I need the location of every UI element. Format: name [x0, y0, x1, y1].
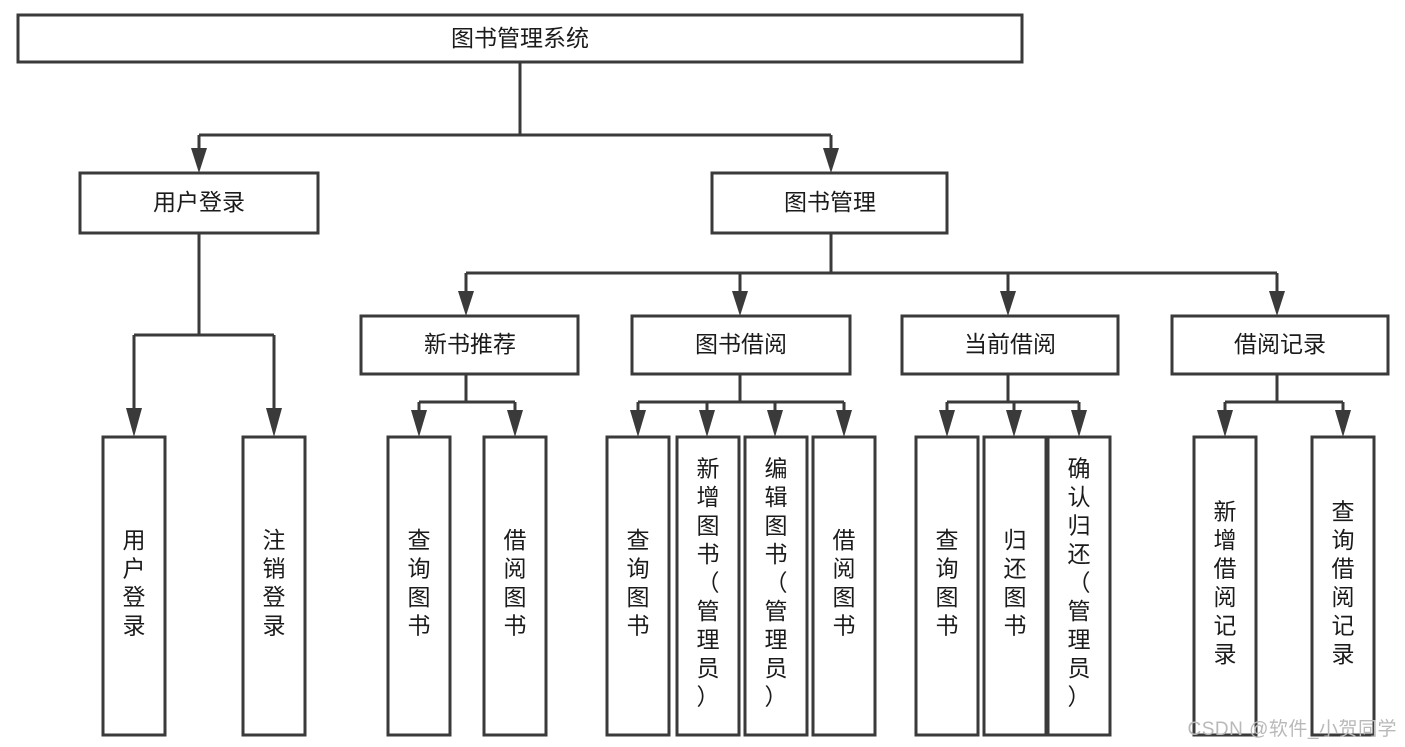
node-borrow-record-label: 借阅记录 [1234, 331, 1326, 357]
node-borrow-record[interactable]: 借阅记录 [1170, 314, 1390, 376]
node-leaf-confirm-return-admin[interactable]: 确认归还（管理员） [1046, 435, 1112, 737]
node-leaf-logout[interactable]: 注销登录 [241, 435, 307, 737]
node-leaf-return-book[interactable]: 归还图书 [982, 435, 1048, 737]
node-layer: 图书管理系统 用户登录 图书管理 新书推荐 图书借阅 [16, 13, 1390, 737]
node-leaf-borrow-book-2-box[interactable] [811, 435, 877, 737]
node-leaf-add-borrow-record-box[interactable] [1192, 435, 1258, 737]
node-leaf-confirm-return-admin-label: 确认归还（管理员） [1068, 456, 1091, 710]
node-leaf-query-book-1[interactable]: 查询图书 [386, 435, 452, 737]
arrow-head-leaf-add-book-admin [699, 410, 715, 437]
arrow-head-leaf-borrow-book-2 [836, 410, 852, 437]
node-leaf-query-book-1-box[interactable] [386, 435, 452, 737]
node-new-book-recommend-box[interactable] [359, 314, 580, 376]
arrow-head-leaf-borrow-book-1 [507, 410, 523, 437]
arrow-head-book-borrow [732, 291, 748, 316]
node-leaf-query-book-3-box[interactable] [914, 435, 980, 737]
node-leaf-query-book-1-label: 查询图书 [408, 527, 431, 639]
node-leaf-edit-book-admin-box[interactable] [743, 435, 809, 737]
node-root[interactable]: 图书管理系统 [16, 13, 1024, 64]
arrow-head-leaf-logout [266, 408, 282, 437]
node-user-login[interactable]: 用户登录 [78, 171, 320, 235]
node-leaf-borrow-book-1-label: 借阅图书 [504, 527, 527, 639]
node-leaf-query-borrow-record-box[interactable] [1310, 435, 1376, 737]
connector-layer [126, 62, 1351, 437]
arrow-head-new-book-recommend [458, 291, 474, 316]
node-book-manage[interactable]: 图书管理 [710, 171, 949, 235]
node-leaf-add-book-admin-box[interactable] [675, 435, 741, 737]
node-leaf-query-book-2[interactable]: 查询图书 [605, 435, 671, 737]
node-leaf-query-book-3[interactable]: 查询图书 [914, 435, 980, 737]
node-current-borrow-box[interactable] [900, 314, 1120, 376]
node-leaf-logout-box[interactable] [241, 435, 307, 737]
node-leaf-add-borrow-record-label: 新增借阅记录 [1214, 498, 1237, 667]
node-leaf-query-book-2-label: 查询图书 [627, 527, 650, 639]
node-leaf-add-borrow-record[interactable]: 新增借阅记录 [1192, 435, 1258, 737]
node-book-manage-box[interactable] [710, 171, 949, 235]
node-borrow-record-box[interactable] [1170, 314, 1390, 376]
node-user-login-box[interactable] [78, 171, 320, 235]
node-book-borrow-label: 图书借阅 [695, 331, 787, 357]
node-root-label: 图书管理系统 [451, 25, 589, 51]
node-leaf-query-borrow-record-label: 查询借阅记录 [1332, 498, 1355, 667]
arrow-head-leaf-edit-book-admin [767, 410, 783, 437]
arrow-head-leaf-query-book-3 [939, 410, 955, 437]
arrow-head-leaf-query-book-1 [411, 410, 427, 437]
arrow-head-current-borrow [1000, 291, 1016, 316]
node-user-login-label: 用户登录 [153, 189, 245, 215]
node-leaf-return-book-label: 归还图书 [1004, 527, 1027, 639]
arrow-head-leaf-user-login [126, 408, 142, 437]
arrow-head-leaf-add-borrow-record [1217, 410, 1233, 437]
node-leaf-borrow-book-1[interactable]: 借阅图书 [482, 435, 548, 737]
node-leaf-add-book-admin-label: 新增图书（管理员） [697, 456, 720, 710]
node-leaf-logout-label: 注销登录 [263, 527, 286, 639]
arrow-head-leaf-query-book-2 [630, 410, 646, 437]
node-leaf-user-login-box[interactable] [101, 435, 167, 737]
node-current-borrow[interactable]: 当前借阅 [900, 314, 1120, 376]
node-root-box[interactable] [16, 13, 1024, 64]
node-book-manage-label: 图书管理 [784, 189, 876, 215]
node-leaf-borrow-book-2-label: 借阅图书 [833, 527, 856, 639]
node-leaf-user-login-label: 用户登录 [123, 527, 146, 639]
node-leaf-edit-book-admin-label: 编辑图书（管理员） [765, 456, 788, 710]
csdn-watermark: CSDN @软件_小贺同学 [1187, 719, 1397, 740]
node-leaf-return-book-box[interactable] [982, 435, 1048, 737]
node-leaf-query-book-3-label: 查询图书 [936, 527, 959, 639]
arrow-head-book-manage [823, 148, 839, 173]
arrow-head-borrow-record [1269, 291, 1285, 316]
node-leaf-borrow-book-1-box[interactable] [482, 435, 548, 737]
node-leaf-user-login[interactable]: 用户登录 [101, 435, 167, 737]
node-leaf-query-borrow-record[interactable]: 查询借阅记录 [1310, 435, 1376, 737]
node-leaf-borrow-book-2[interactable]: 借阅图书 [811, 435, 877, 737]
node-leaf-edit-book-admin[interactable]: 编辑图书（管理员） [743, 435, 809, 737]
node-new-book-recommend[interactable]: 新书推荐 [359, 314, 580, 376]
node-leaf-add-book-admin[interactable]: 新增图书（管理员） [675, 435, 741, 737]
node-new-book-recommend-label: 新书推荐 [424, 331, 516, 357]
arrow-head-leaf-query-borrow-record [1335, 410, 1351, 437]
node-current-borrow-label: 当前借阅 [964, 331, 1056, 357]
node-leaf-confirm-return-admin-box[interactable] [1046, 435, 1112, 737]
node-book-borrow-box[interactable] [630, 314, 852, 376]
arrow-head-leaf-confirm-return-admin [1071, 410, 1087, 437]
node-book-borrow[interactable]: 图书借阅 [630, 314, 852, 376]
node-leaf-query-book-2-box[interactable] [605, 435, 671, 737]
arrow-head-leaf-return-book [1006, 410, 1022, 437]
arrow-head-user-login [191, 148, 207, 173]
